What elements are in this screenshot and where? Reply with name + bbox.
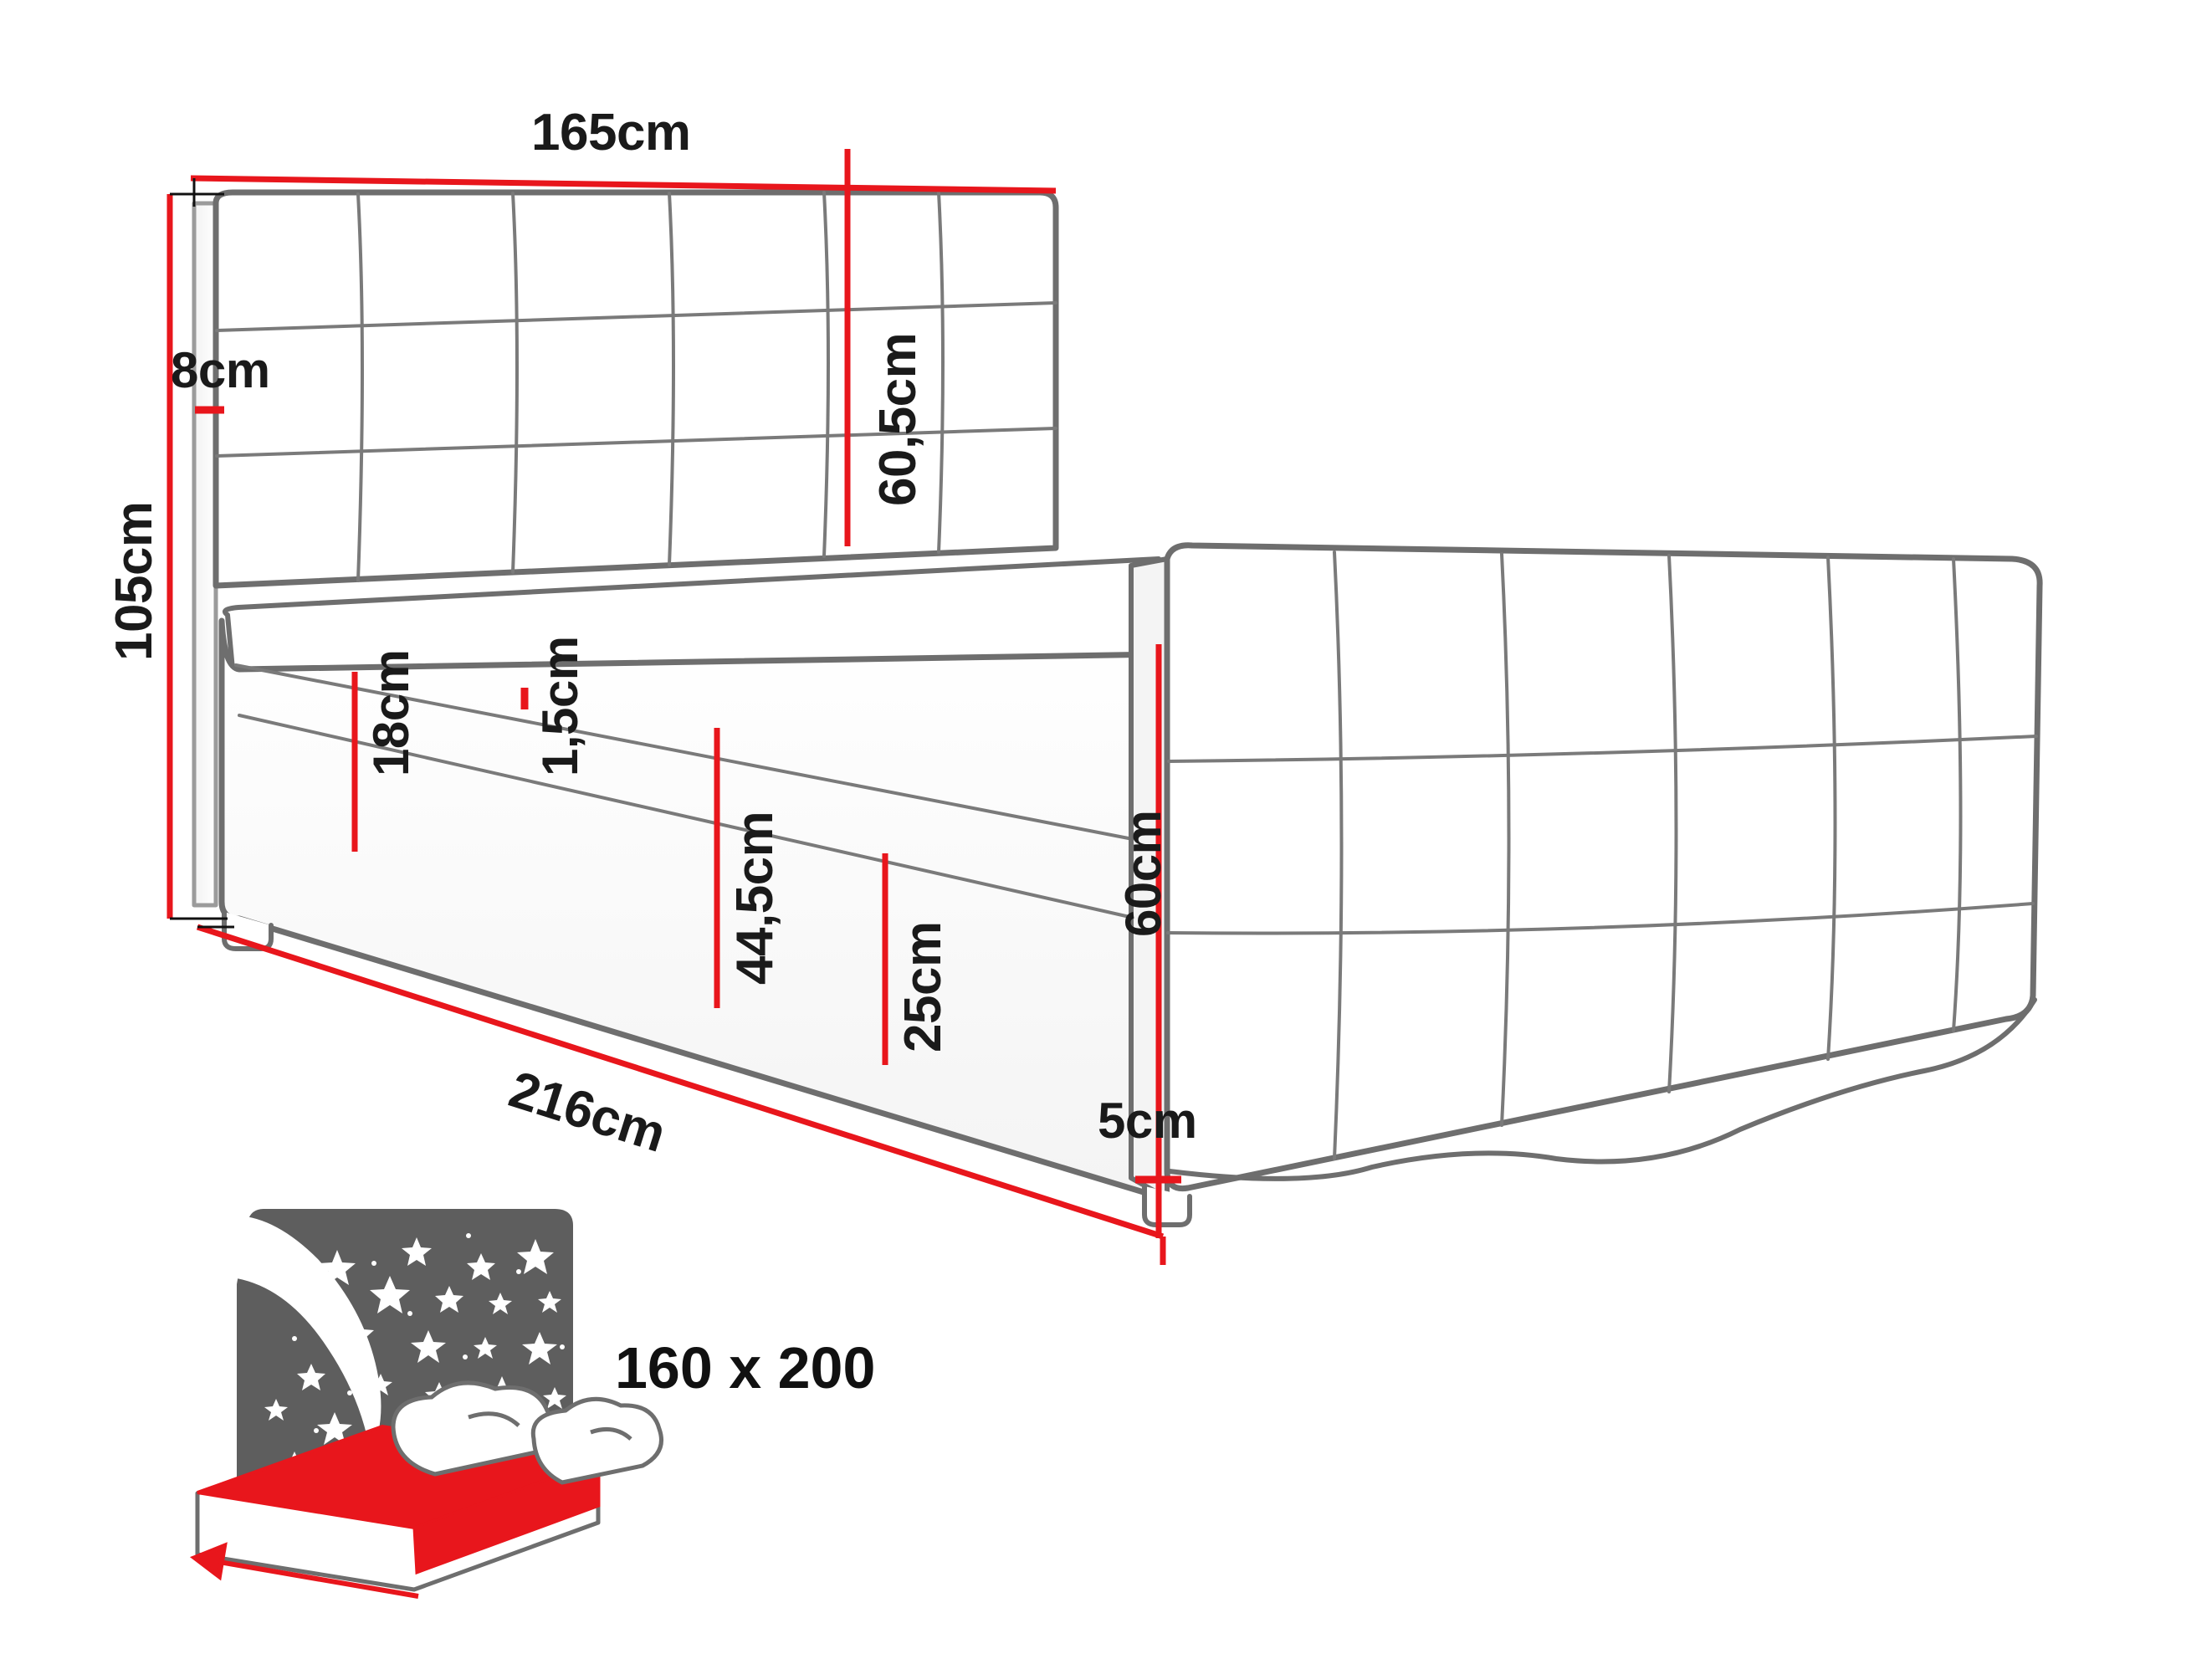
footboard-tufting-horizontal: [1166, 735, 2038, 935]
footboard-front-panel: [1164, 542, 2043, 1192]
dimension-lines-group: [166, 149, 1181, 1265]
dimension-label-105cm: 105cm: [105, 501, 163, 661]
headboard-thickness-slab: [192, 201, 218, 908]
moon-icon: [237, 1216, 381, 1454]
headboard-tufting-vertical: [356, 191, 945, 582]
base-side-seams: [234, 663, 1165, 926]
footboard-bottom-edge: [1167, 997, 2037, 1181]
dimension-label-8cm: 8cm: [171, 342, 270, 398]
dimension-label-5cm: 5cm: [1098, 1093, 1197, 1149]
dimline-216cm: [196, 924, 1165, 1240]
dimension-label-445cm: 44,5cm: [726, 811, 784, 985]
pillow-right-fold: [590, 1426, 632, 1441]
pillow-left-fold: [468, 1411, 520, 1427]
dimension-label-605cm: 60,5cm: [869, 332, 927, 506]
dimension-label-60cm: 60cm: [1115, 810, 1171, 937]
mattress-size-label: 160 x 200: [615, 1335, 876, 1400]
bed-drawing-group: [192, 189, 2043, 1227]
dimension-label-25cm: 25cm: [894, 921, 952, 1052]
dimension-label-165cm: 165cm: [531, 104, 691, 161]
pillow-left: [391, 1380, 555, 1477]
dimension-label-15cm: 1,5cm: [532, 636, 588, 776]
mattress-size-icon: [189, 1209, 663, 1599]
mattress-red-edge: [412, 1458, 601, 1575]
leg-front-right: [1142, 1184, 1192, 1227]
mattress-size-arrow: [189, 1542, 419, 1599]
footboard-tufting-vertical: [1333, 550, 1963, 1160]
pillow-right: [530, 1396, 663, 1485]
headboard-tufting-horizontal: [215, 301, 1057, 458]
dimline-165cm: [190, 175, 1057, 194]
extension-leaders: [170, 178, 234, 929]
headboard-front-panel: [212, 189, 1059, 589]
dimension-label-18cm: 18cm: [363, 649, 419, 776]
